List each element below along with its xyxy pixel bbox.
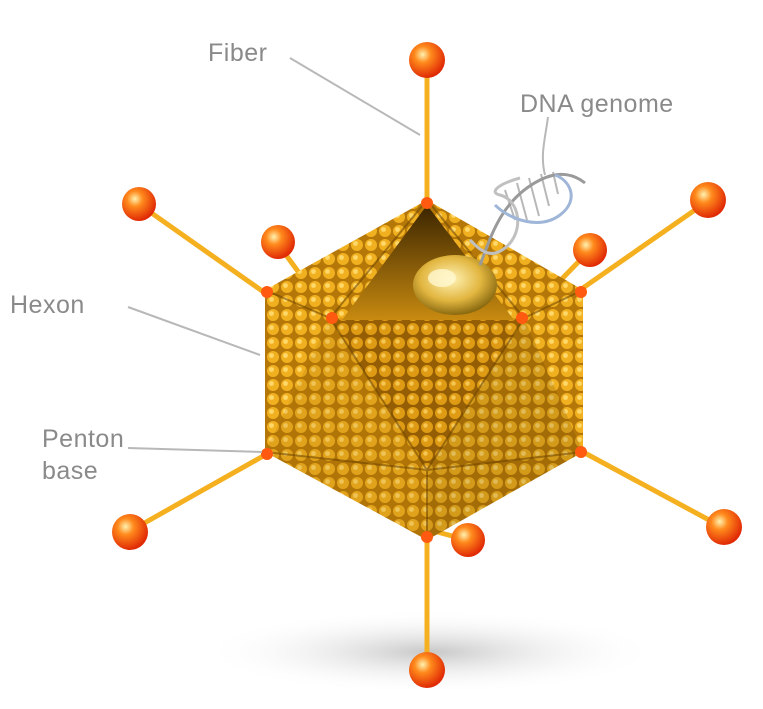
leader-penton-base xyxy=(128,448,262,452)
knob-upper-left-1 xyxy=(122,187,156,221)
knob-bottom xyxy=(409,652,445,688)
knob-lower-right xyxy=(706,509,742,545)
label-dna-genome: DNA genome xyxy=(520,89,674,119)
label-hexon: Hexon xyxy=(10,290,85,320)
label-penton-base-line2: base xyxy=(42,456,98,486)
genome-core xyxy=(413,255,497,315)
leader-dna xyxy=(543,117,548,175)
fiber-upper-left-1 xyxy=(143,207,265,293)
knob-top xyxy=(409,42,445,78)
fiber-lower-left xyxy=(132,455,265,530)
fiber-lower-right xyxy=(583,452,722,527)
capsid xyxy=(265,200,583,540)
knob-upper-left-2 xyxy=(261,225,295,259)
leader-hexon xyxy=(128,307,260,355)
knob-lower-left xyxy=(112,514,148,550)
knob-upper-right-2 xyxy=(573,233,607,267)
knob-upper-right-1 xyxy=(690,182,726,218)
label-penton-base-line1: Penton xyxy=(42,424,124,454)
knob-lower-inner xyxy=(451,523,485,557)
leader-fiber xyxy=(290,58,420,135)
label-fiber: Fiber xyxy=(208,38,267,68)
